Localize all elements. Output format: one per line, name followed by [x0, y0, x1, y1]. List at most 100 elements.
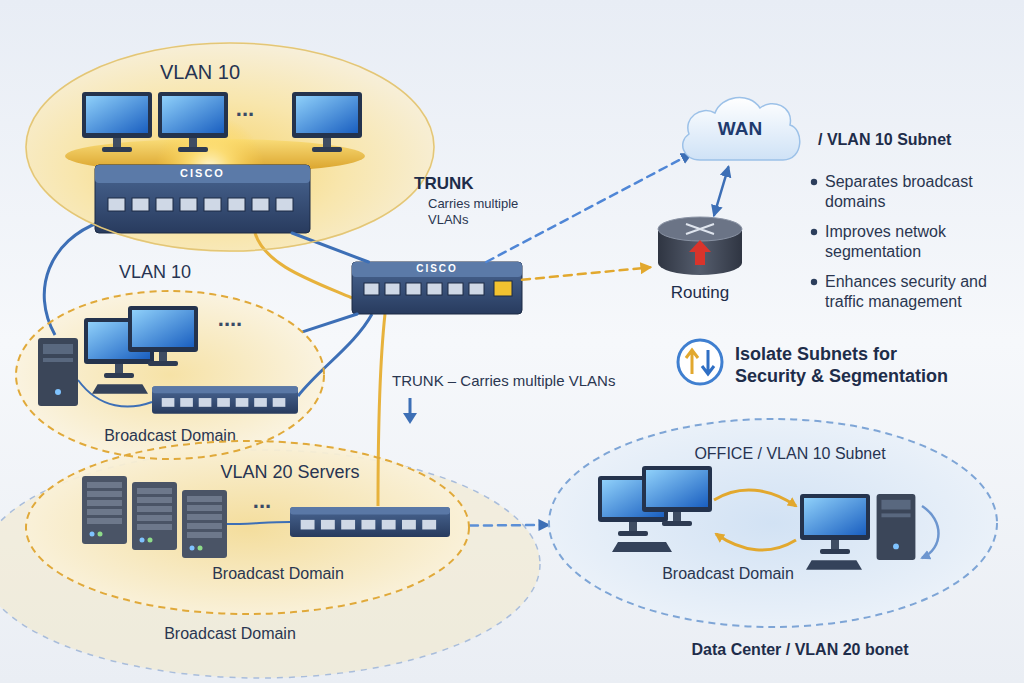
down-arrow	[403, 398, 417, 424]
access-switch-body	[95, 165, 310, 233]
vlan-zone: VLAN 10 CISCO	[25, 42, 435, 252]
zone-fills	[25, 440, 470, 615]
vlan10-workstations	[92, 384, 148, 393]
vlan-zone-outline	[26, 43, 434, 251]
office-workstations	[922, 506, 939, 558]
node-text: VLAN 20 Servers	[220, 462, 359, 484]
node-text: VLAN 10	[160, 60, 240, 84]
office-workstations	[714, 490, 796, 506]
core-switch-body	[385, 283, 400, 295]
core-switch-body	[364, 283, 379, 295]
node-text: CISCO	[180, 167, 225, 180]
network-link	[522, 267, 650, 279]
core-switch-body	[448, 283, 463, 295]
office-workstations	[612, 542, 672, 552]
node-text: OFFICE / VLAN 10 Subnet	[694, 444, 885, 463]
access-switch-body	[228, 198, 245, 211]
office-workstations	[642, 466, 712, 526]
ellipsis: ...	[236, 96, 254, 122]
core-switch: CISCO	[352, 262, 522, 314]
bullet-dot	[811, 279, 817, 285]
core-switch-body	[406, 283, 421, 295]
isolate-icon	[678, 340, 722, 384]
top-workstations	[158, 92, 228, 152]
core-switch-body	[352, 262, 522, 314]
network-link	[303, 314, 357, 332]
server-rack	[82, 476, 450, 558]
bullet-dot	[811, 179, 817, 185]
subnet-label: / VLAN 10 Subnet	[818, 130, 951, 149]
access-switch-body	[108, 198, 125, 211]
ellipsis: ...	[253, 488, 271, 514]
office-workstations	[716, 534, 796, 550]
access-switch-body	[95, 165, 310, 233]
router-outline	[658, 217, 742, 241]
access-switch-body	[204, 198, 221, 211]
bullet-text: Improves netwok segmentation	[825, 222, 1010, 262]
trunk-note: Carries multiple VLANs	[428, 196, 538, 227]
node-text: Broadcast Domain	[212, 564, 344, 583]
server-rack	[290, 507, 450, 537]
isolate-icon	[702, 350, 714, 374]
access-switch-body	[95, 165, 310, 183]
access-switch-body	[132, 198, 149, 211]
office-workstations	[598, 466, 939, 570]
vlan10-workstations	[152, 386, 298, 413]
wan-cloud: WAN	[675, 88, 805, 168]
router-outline	[686, 224, 714, 234]
node-text: WAN	[718, 118, 762, 141]
bullet-dot	[811, 179, 817, 285]
zone-fills	[548, 418, 998, 628]
office-workstations	[877, 494, 916, 560]
cable	[378, 314, 385, 506]
ellipsis: ....	[218, 306, 242, 332]
office-domain: OFFICE / VLAN 10 SubnetBroadcast Domain	[548, 418, 998, 628]
bullet-text: Enhances security and traffic management	[825, 272, 1017, 312]
zone-caption: Data Center / VLAN 20 bonet	[692, 640, 909, 659]
office-workstations	[806, 560, 862, 569]
access-switch-body	[276, 198, 293, 211]
cable	[255, 233, 352, 298]
zone-fills	[0, 42, 998, 678]
top-workstations	[292, 92, 362, 152]
access-switch-body	[180, 198, 197, 211]
callout-heading: Isolate Subnets for Security & Segmentat…	[735, 344, 960, 387]
vlan10-workstations	[38, 338, 78, 406]
vlan10-workstations	[128, 306, 198, 366]
access-switch: CISCO	[95, 165, 310, 233]
isolate-icon	[686, 350, 698, 374]
network-link	[714, 167, 728, 215]
core-switch-body	[352, 262, 522, 314]
bullet-dot	[811, 229, 817, 235]
server-rack	[132, 482, 177, 550]
trunk-caption: TRUNK – Carries multiple VLANs	[392, 372, 615, 390]
zone-fills	[15, 290, 325, 460]
wan-cloud-outline	[683, 97, 800, 160]
access-switch-body	[156, 198, 173, 211]
broadcast-domain-outline	[16, 291, 324, 459]
node-text: CISCO	[416, 263, 458, 275]
router-outline	[689, 240, 711, 265]
bullet-text: Separates broadcast domains	[825, 172, 1010, 212]
network-link	[470, 524, 548, 527]
node-text: Routing	[671, 283, 730, 303]
top-workstations	[65, 92, 365, 225]
domain-label: Broadcast Domain	[164, 624, 296, 643]
office-workstations	[800, 494, 870, 554]
router: Routing	[650, 215, 750, 310]
core-switch-body	[427, 283, 442, 295]
node-text: Broadcast Domain	[662, 564, 794, 583]
server-domain-outline	[26, 441, 469, 614]
node-text: Broadcast Domain	[104, 426, 236, 445]
isolate-icon	[678, 340, 722, 384]
node-text: VLAN 10	[119, 262, 191, 284]
core-switch-body	[494, 281, 512, 296]
core-switch-body	[469, 283, 484, 295]
access-switch-body	[252, 198, 269, 211]
top-workstations	[82, 92, 152, 152]
server-rack	[82, 476, 127, 544]
vlan10-workstations	[38, 306, 298, 414]
